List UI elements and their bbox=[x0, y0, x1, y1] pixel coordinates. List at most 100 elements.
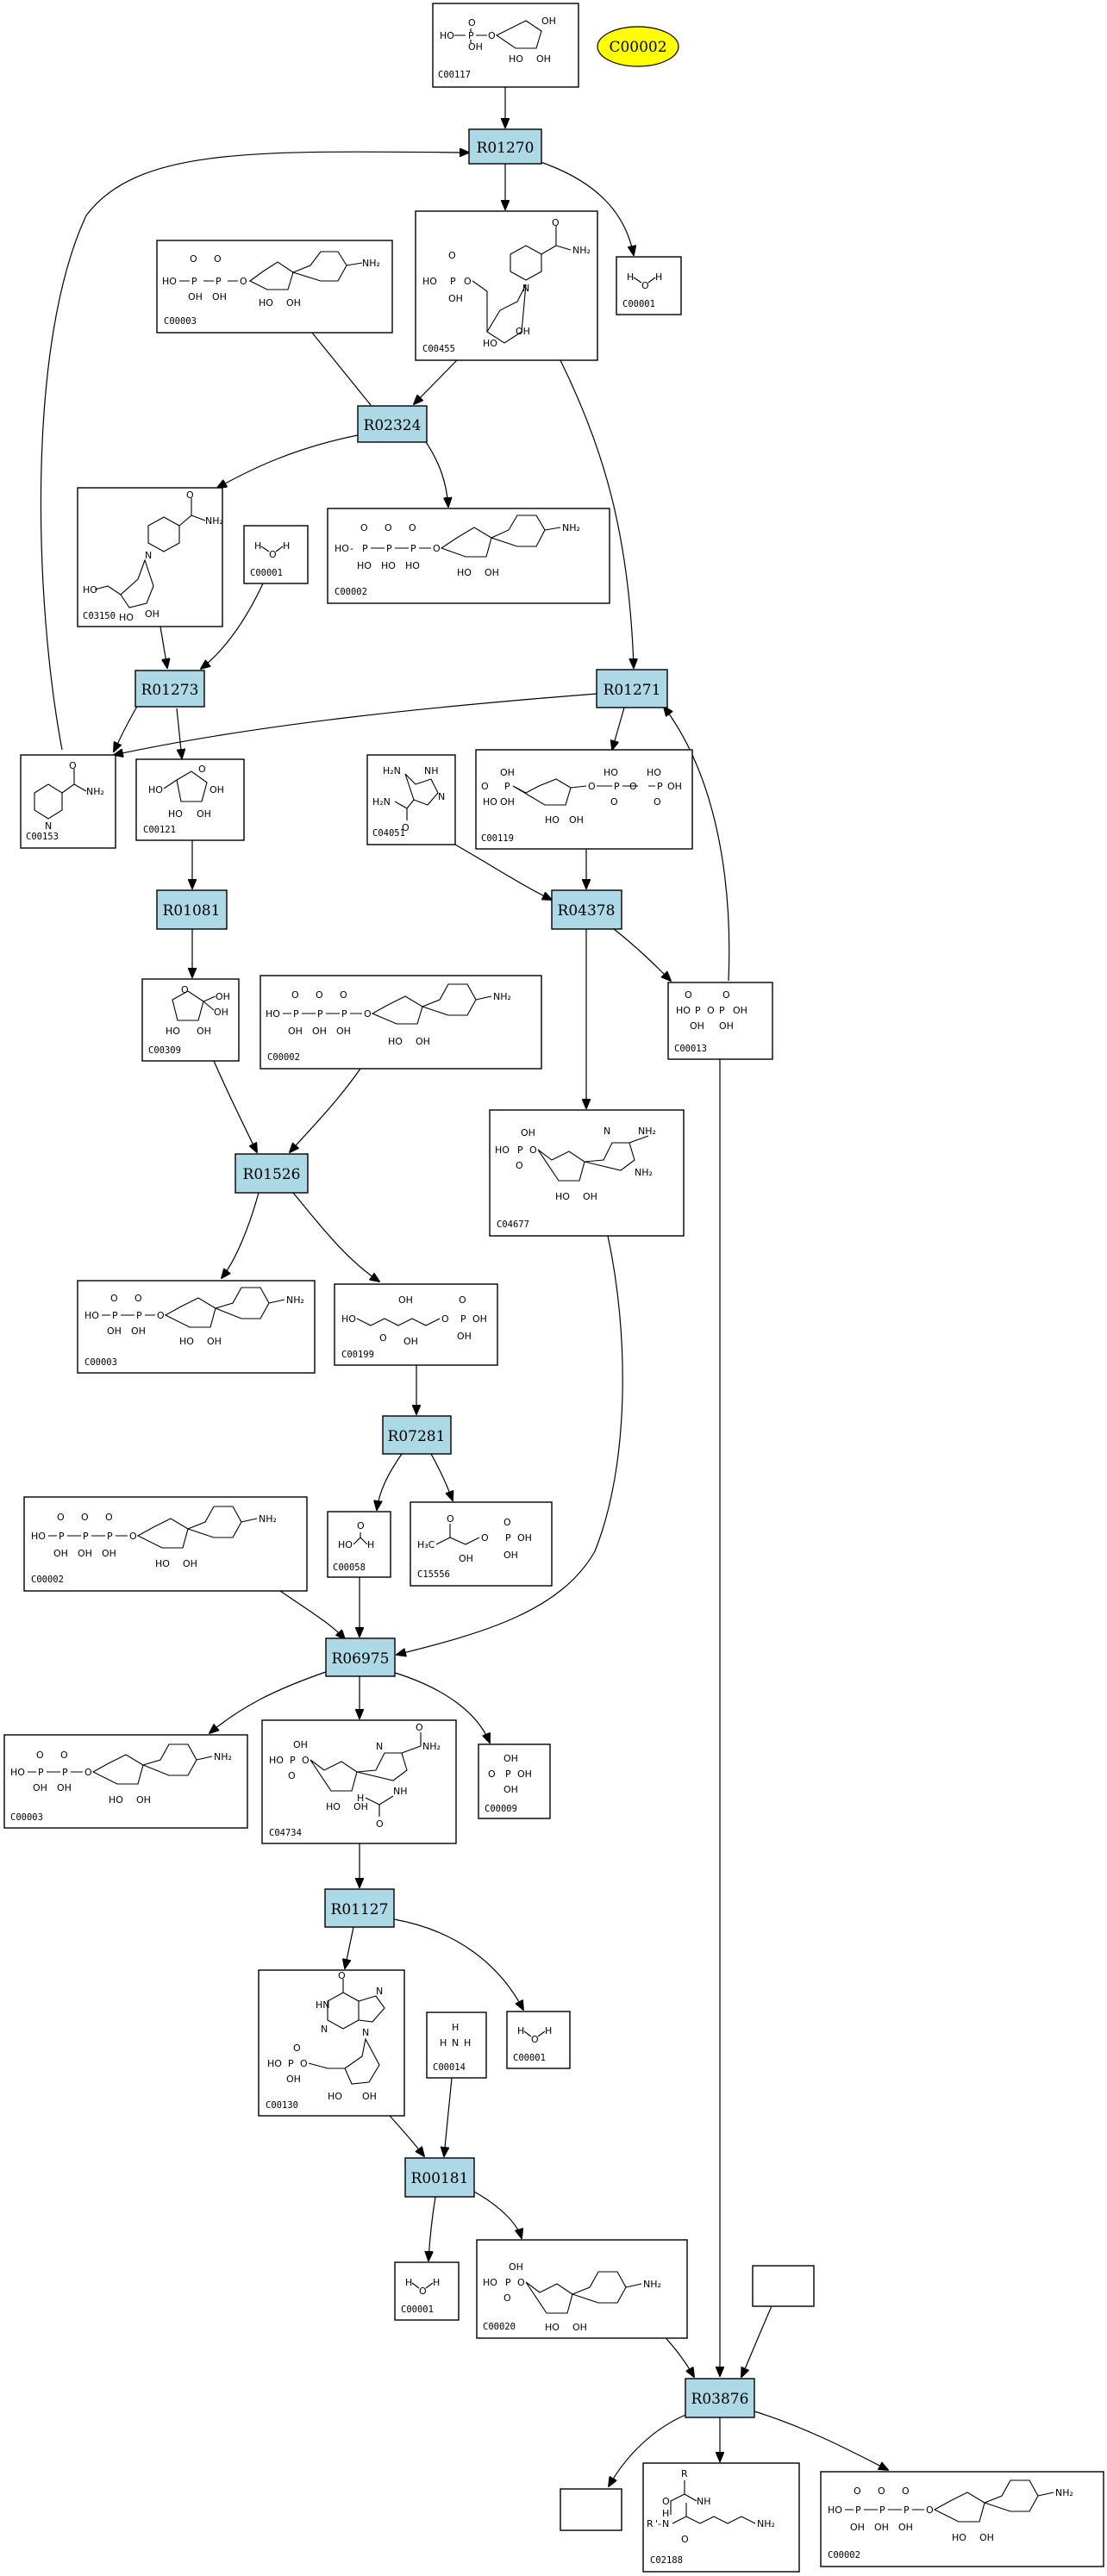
svg-text:O: O bbox=[190, 253, 197, 265]
reaction-node[interactable]: R04378 bbox=[551, 889, 622, 930]
svg-text:H: H bbox=[452, 2022, 459, 2033]
reaction-node[interactable]: R06975 bbox=[325, 1637, 396, 1677]
svg-text:OH: OH bbox=[188, 291, 203, 303]
edge-c00003-r02324 bbox=[311, 332, 372, 406]
reaction-node[interactable]: R02324 bbox=[357, 405, 428, 443]
reaction-node[interactable]: R01081 bbox=[156, 889, 228, 930]
compound-node[interactable]: H₂N NHN H₂N O C04051 bbox=[366, 754, 456, 845]
svg-text:NH₂: NH₂ bbox=[205, 515, 223, 527]
reaction-label: R04378 bbox=[558, 902, 616, 920]
svg-text:HO: HO bbox=[388, 1036, 403, 1047]
reaction-node[interactable]: R03876 bbox=[685, 2378, 755, 2418]
edge-r01271-c00119 bbox=[612, 707, 625, 750]
svg-text:O: O bbox=[340, 989, 347, 1001]
highlight-compound-oval[interactable]: C00002 bbox=[597, 26, 679, 67]
svg-text:O: O bbox=[433, 543, 441, 554]
compound-label: C00001 bbox=[622, 299, 655, 309]
reaction-node[interactable]: R01127 bbox=[324, 1888, 395, 1928]
svg-text:O: O bbox=[300, 2058, 308, 2069]
reaction-label: R07281 bbox=[388, 1428, 446, 1445]
compound-node[interactable]: HOH C00001 bbox=[506, 2011, 571, 2069]
svg-text:N: N bbox=[376, 1741, 383, 1752]
svg-text:O: O bbox=[488, 1768, 496, 1780]
svg-text:O: O bbox=[654, 796, 661, 808]
svg-text:H: H bbox=[517, 2025, 524, 2036]
svg-text:OH: OH bbox=[536, 53, 551, 65]
svg-text:OH: OH bbox=[216, 991, 230, 1002]
svg-text:HO: HO bbox=[405, 560, 420, 571]
reaction-label: R01271 bbox=[604, 682, 661, 699]
svg-text:O: O bbox=[552, 217, 560, 228]
reaction-node[interactable]: R01526 bbox=[235, 1153, 309, 1194]
edge-r07281-c15556 bbox=[430, 1453, 453, 1500]
svg-text:HO: HO bbox=[269, 1755, 284, 1766]
reaction-label: R01526 bbox=[243, 1166, 301, 1183]
structure-drawing: HOH bbox=[254, 540, 290, 560]
svg-text:NH₂: NH₂ bbox=[643, 2279, 661, 2290]
svg-text:HO: HO bbox=[828, 2504, 842, 2516]
reaction-node[interactable]: R01270 bbox=[468, 128, 542, 165]
svg-text:H: H bbox=[367, 1539, 374, 1550]
svg-text:HO: HO bbox=[168, 808, 183, 820]
compound-label: C00058 bbox=[333, 1562, 366, 1573]
compound-node[interactable]: HOH C00001 bbox=[243, 525, 309, 584]
svg-text:OH: OH bbox=[403, 1336, 418, 1347]
empty-compound-node[interactable] bbox=[752, 2265, 815, 2307]
svg-text:P: P bbox=[517, 1145, 523, 1156]
svg-text:P: P bbox=[59, 1531, 65, 1542]
svg-text:HO: HO bbox=[267, 2058, 282, 2069]
svg-text:HO: HO bbox=[155, 1558, 170, 1569]
svg-text:OH: OH bbox=[572, 2322, 587, 2333]
reaction-label: R01270 bbox=[477, 140, 535, 157]
svg-text:HO: HO bbox=[422, 276, 437, 287]
svg-text:P: P bbox=[719, 1005, 725, 1016]
edge-r02324-c00002 bbox=[422, 436, 448, 507]
svg-text:OH: OH bbox=[509, 2261, 523, 2273]
compound-node[interactable]: HOH C00001 bbox=[394, 2261, 460, 2321]
empty-compound-node[interactable] bbox=[560, 2488, 622, 2531]
svg-text:HO: HO bbox=[266, 1008, 280, 1020]
edge-r01526-c00003 bbox=[222, 1192, 260, 1278]
compound-label: C00153 bbox=[26, 832, 59, 842]
svg-text:O: O bbox=[707, 1005, 715, 1016]
compound-node[interactable]: R O NH R'- NH O NH₂ C02188 bbox=[642, 2462, 800, 2573]
svg-text:HO: HO bbox=[952, 2532, 966, 2543]
svg-text:OH: OH bbox=[503, 1550, 518, 1561]
svg-text:O: O bbox=[360, 522, 368, 533]
svg-text:OH: OH bbox=[874, 2522, 889, 2533]
reaction-node[interactable]: R07281 bbox=[382, 1415, 452, 1455]
reaction-node[interactable]: R01273 bbox=[134, 670, 205, 708]
svg-text:P: P bbox=[362, 543, 368, 554]
reaction-node[interactable]: R01271 bbox=[596, 669, 668, 708]
compound-node[interactable]: HOH C00001 bbox=[616, 256, 682, 315]
reaction-node[interactable]: R00181 bbox=[404, 2157, 475, 2198]
